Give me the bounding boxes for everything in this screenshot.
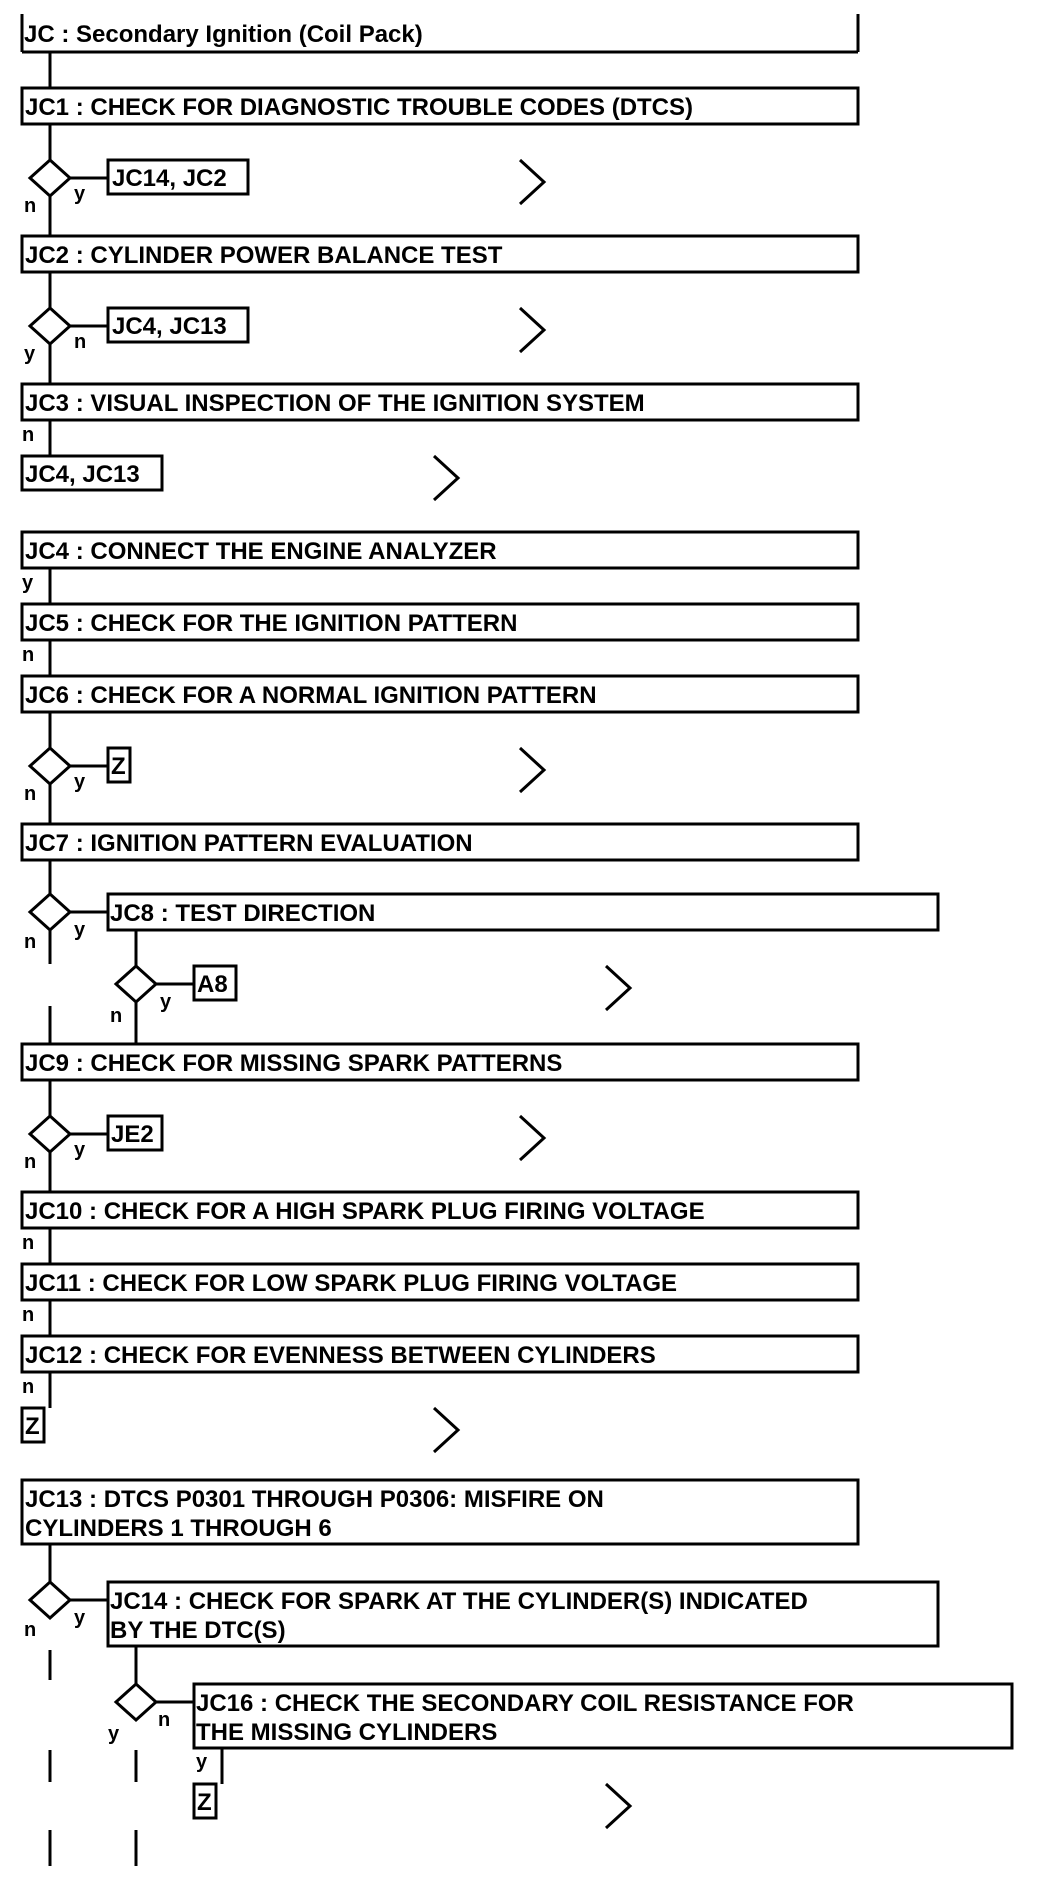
chart-title: JC : Secondary Ignition (Coil Pack) bbox=[24, 21, 423, 48]
step-jc14-label-line2: BY THE DTC(S) bbox=[110, 1617, 286, 1644]
ref-label: Z bbox=[111, 753, 126, 780]
branch-label-no: n bbox=[24, 1151, 36, 1173]
branch-label-yes: y bbox=[24, 343, 36, 365]
step-jc4-box bbox=[20, 530, 860, 570]
step-jc3-box bbox=[20, 382, 860, 422]
chevron-right-icon bbox=[604, 964, 633, 1012]
branch-label-no: n bbox=[24, 783, 36, 805]
branch-label-no: n bbox=[158, 1709, 170, 1731]
ref-label: JC14, JC2 bbox=[112, 165, 227, 192]
chevron-right-icon bbox=[432, 1406, 461, 1454]
step-jc11-label: JC11 : CHECK FOR LOW SPARK PLUG FIRING V… bbox=[25, 1270, 677, 1297]
step-jc8-box bbox=[106, 892, 940, 932]
branch-label-yes: y bbox=[74, 1139, 86, 1161]
decision-diamond bbox=[27, 1113, 73, 1155]
step-jc14-box bbox=[106, 1580, 940, 1648]
step-jc9-box bbox=[20, 1042, 860, 1082]
step-jc8-label: JC8 : TEST DIRECTION bbox=[110, 900, 375, 927]
branch-label-no: n bbox=[24, 195, 36, 217]
branch-label-yes: y bbox=[74, 771, 86, 793]
step-jc12-box bbox=[20, 1334, 860, 1374]
chevron-right-icon bbox=[518, 746, 547, 794]
step-jc1-box bbox=[20, 86, 860, 126]
step-jc2-label: JC2 : CYLINDER POWER BALANCE TEST bbox=[25, 242, 503, 269]
step-jc5-label: JC5 : CHECK FOR THE IGNITION PATTERN bbox=[25, 610, 517, 637]
decision-diamond bbox=[27, 305, 73, 347]
step-jc14-label-line1: JC14 : CHECK FOR SPARK AT THE CYLINDER(S… bbox=[110, 1588, 808, 1615]
ref-label: Z bbox=[197, 1789, 212, 1816]
chevron-right-icon bbox=[604, 1782, 633, 1830]
step-jc2-box bbox=[20, 234, 860, 274]
branch-label-yes: y bbox=[108, 1723, 120, 1745]
step-jc16-label-line1: JC16 : CHECK THE SECONDARY COIL RESISTAN… bbox=[196, 1690, 854, 1717]
branch-label-no: n bbox=[22, 1232, 34, 1254]
ref-box-jc4-jc13 bbox=[20, 454, 164, 492]
ref-box-a8 bbox=[192, 964, 238, 1002]
ref-box-z bbox=[20, 1406, 46, 1444]
step-jc4-label: JC4 : CONNECT THE ENGINE ANALYZER bbox=[25, 538, 497, 565]
step-jc9-label: JC9 : CHECK FOR MISSING SPARK PATTERNS bbox=[25, 1050, 562, 1077]
step-jc3-label: JC3 : VISUAL INSPECTION OF THE IGNITION … bbox=[25, 390, 645, 417]
branch-label-yes: y bbox=[74, 183, 86, 205]
branch-label-no: n bbox=[22, 424, 34, 446]
step-jc13-box bbox=[20, 1478, 860, 1546]
step-jc12-label: JC12 : CHECK FOR EVENNESS BETWEEN CYLIND… bbox=[25, 1342, 656, 1369]
step-jc7-label: JC7 : IGNITION PATTERN EVALUATION bbox=[25, 830, 473, 857]
decision-diamond bbox=[113, 963, 159, 1005]
decision-diamond bbox=[27, 745, 73, 787]
step-jc13-label-line1: JC13 : DTCS P0301 THROUGH P0306: MISFIRE… bbox=[25, 1486, 604, 1513]
step-jc6-label: JC6 : CHECK FOR A NORMAL IGNITION PATTER… bbox=[25, 682, 597, 709]
ref-label: JE2 bbox=[111, 1121, 154, 1148]
branch-label-no: n bbox=[22, 644, 34, 666]
ref-label: Z bbox=[25, 1413, 40, 1440]
branch-label-no: n bbox=[22, 1304, 34, 1326]
step-jc13-label-line2: CYLINDERS 1 THROUGH 6 bbox=[25, 1515, 332, 1542]
branch-label-no: n bbox=[74, 331, 86, 353]
branch-label-yes: y bbox=[160, 991, 172, 1013]
chevron-right-icon bbox=[432, 454, 461, 502]
branch-label-no: n bbox=[110, 1005, 122, 1027]
decision-diamond bbox=[113, 1681, 159, 1723]
step-jc11-box bbox=[20, 1262, 860, 1302]
branch-label-no: n bbox=[24, 1619, 36, 1641]
ref-box-je2 bbox=[106, 1114, 164, 1152]
step-jc7-box bbox=[20, 822, 860, 862]
decision-diamond bbox=[27, 157, 73, 199]
ref-label: JC4, JC13 bbox=[25, 461, 140, 488]
step-jc16-label-line2: THE MISSING CYLINDERS bbox=[196, 1719, 497, 1746]
ref-label: JC4, JC13 bbox=[112, 313, 227, 340]
branch-label-yes: y bbox=[74, 919, 86, 941]
ref-box-jc14-jc2 bbox=[106, 158, 250, 196]
branch-label-yes: y bbox=[22, 572, 34, 594]
step-jc10-label: JC10 : CHECK FOR A HIGH SPARK PLUG FIRIN… bbox=[25, 1198, 705, 1225]
branch-label-yes: y bbox=[74, 1607, 86, 1629]
decision-diamond bbox=[27, 891, 73, 933]
step-jc6-box bbox=[20, 674, 860, 714]
ref-box-jc4-jc13 bbox=[106, 306, 250, 344]
chevron-right-icon bbox=[518, 158, 547, 206]
branch-label-no: n bbox=[24, 931, 36, 953]
step-jc16-box bbox=[192, 1682, 1014, 1750]
chevron-right-icon bbox=[518, 306, 547, 354]
step-jc5-box bbox=[20, 602, 860, 642]
branch-label-yes: y bbox=[196, 1751, 208, 1773]
branch-label-no: n bbox=[22, 1376, 34, 1398]
decision-diamond bbox=[27, 1579, 73, 1621]
step-jc1-label: JC1 : CHECK FOR DIAGNOSTIC TROUBLE CODES… bbox=[25, 94, 693, 121]
ref-box-z bbox=[192, 1782, 218, 1820]
chevron-right-icon bbox=[518, 1114, 547, 1162]
step-jc10-box bbox=[20, 1190, 860, 1230]
ref-box-z bbox=[106, 746, 132, 784]
ref-label: A8 bbox=[197, 971, 228, 998]
